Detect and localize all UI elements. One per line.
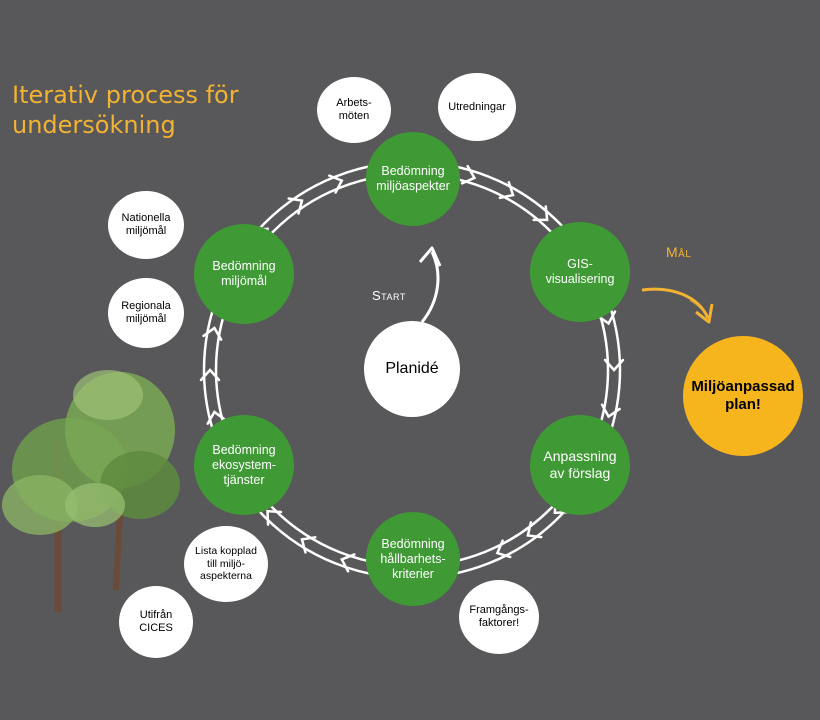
goal-miljoanpassad-plan: Miljöanpassad plan! bbox=[683, 336, 803, 456]
title-line-2: undersökning bbox=[12, 111, 176, 139]
stage-label-line: miljöaspekter bbox=[376, 179, 450, 193]
ring-chevron bbox=[603, 358, 625, 372]
ring-chevron bbox=[340, 553, 356, 573]
center-label: Planidé bbox=[385, 360, 439, 377]
center-planide: Planidé bbox=[364, 321, 460, 417]
ring-chevron bbox=[532, 205, 549, 222]
ring-chevron bbox=[266, 509, 283, 526]
input-label-line: aspekterna bbox=[200, 570, 252, 583]
stage-miljoaspekter: Bedömning miljöaspekter bbox=[366, 132, 460, 226]
stage-label-line: Anpassning bbox=[543, 448, 617, 464]
ring-chevron bbox=[600, 403, 621, 419]
ring-chevron bbox=[206, 410, 227, 425]
stage-label-line: Bedömning bbox=[381, 164, 445, 178]
input-label-line: faktorer! bbox=[478, 617, 520, 629]
stage-label-line: hållbarhets- bbox=[380, 551, 446, 566]
input-label-line: CICES bbox=[139, 622, 173, 634]
input-label-line: Utredningar bbox=[448, 100, 506, 113]
input-label-line: Arbets- bbox=[336, 97, 372, 109]
input-utredningar: Utredningar bbox=[438, 73, 516, 141]
start-label: Start bbox=[372, 288, 406, 303]
stage-label-line: Bedömning bbox=[212, 259, 276, 273]
input-arbetsmoten: Arbets- möten bbox=[317, 77, 391, 143]
ring-chevron bbox=[328, 174, 344, 194]
input-label-line: Nationella bbox=[121, 212, 171, 224]
stage-ekosystem: Bedömning ekosystem- tjänster bbox=[194, 415, 294, 515]
start-arrow bbox=[420, 251, 440, 323]
stage-label-line: visualisering bbox=[545, 272, 615, 286]
ring-chevron bbox=[460, 164, 477, 185]
input-label-line: Framgångs- bbox=[469, 604, 529, 616]
ring-chevron bbox=[498, 181, 515, 200]
ring-chevron bbox=[199, 368, 221, 382]
stage-anpassning: Anpassning av förslag bbox=[530, 415, 630, 515]
input-regionala: Regionala miljömål bbox=[108, 278, 184, 348]
ring-chevron bbox=[287, 197, 304, 215]
stage-hallbarhet: Bedömning hållbarhets- kriterier bbox=[366, 512, 460, 606]
ring-chevron bbox=[300, 536, 317, 554]
ring-chevron bbox=[596, 310, 617, 326]
ring-chevron bbox=[526, 521, 543, 539]
input-label-line: Utifrån bbox=[139, 609, 173, 621]
input-cices: Utifrån CICES bbox=[119, 586, 193, 658]
stage-label-line: GIS- bbox=[567, 257, 593, 271]
input-label-line: till miljö- bbox=[207, 557, 245, 570]
ring-chevron bbox=[495, 539, 512, 559]
stage-label-line: Bedömning bbox=[381, 536, 445, 551]
stage-label-line: kriterier bbox=[392, 566, 434, 581]
stage-miljomal: Bedömning miljömål bbox=[194, 224, 294, 324]
stage-label-line: Bedömning bbox=[212, 442, 276, 457]
ring-chevron bbox=[202, 326, 223, 341]
stage-label-line: miljömål bbox=[221, 274, 267, 288]
input-lista: Lista kopplad till miljö- aspekterna bbox=[184, 526, 268, 602]
goal-label-line: Miljöanpassad bbox=[691, 378, 795, 395]
input-label-line: miljömål bbox=[125, 313, 167, 325]
goal-label-line: plan! bbox=[725, 396, 761, 413]
stage-label-line: ekosystem- bbox=[212, 457, 276, 472]
stage-gis: GIS- visualisering bbox=[530, 222, 630, 322]
tree-illustration bbox=[2, 370, 180, 612]
goal-label: Mål bbox=[666, 244, 692, 260]
title-line-1: Iterativ process för bbox=[12, 81, 239, 109]
input-framgang: Framgångs- faktorer! bbox=[459, 580, 539, 654]
input-nationella: Nationella miljömål bbox=[108, 191, 184, 259]
input-label-line: miljömål bbox=[125, 225, 167, 237]
stage-label-line: av förslag bbox=[549, 465, 611, 481]
stage-label-line: tjänster bbox=[223, 472, 265, 487]
input-label-line: möten bbox=[338, 110, 370, 122]
input-label-line: Lista kopplad bbox=[195, 545, 257, 558]
page-title: Iterativ process för undersökning bbox=[12, 80, 272, 140]
input-label-line: Regionala bbox=[121, 300, 171, 312]
